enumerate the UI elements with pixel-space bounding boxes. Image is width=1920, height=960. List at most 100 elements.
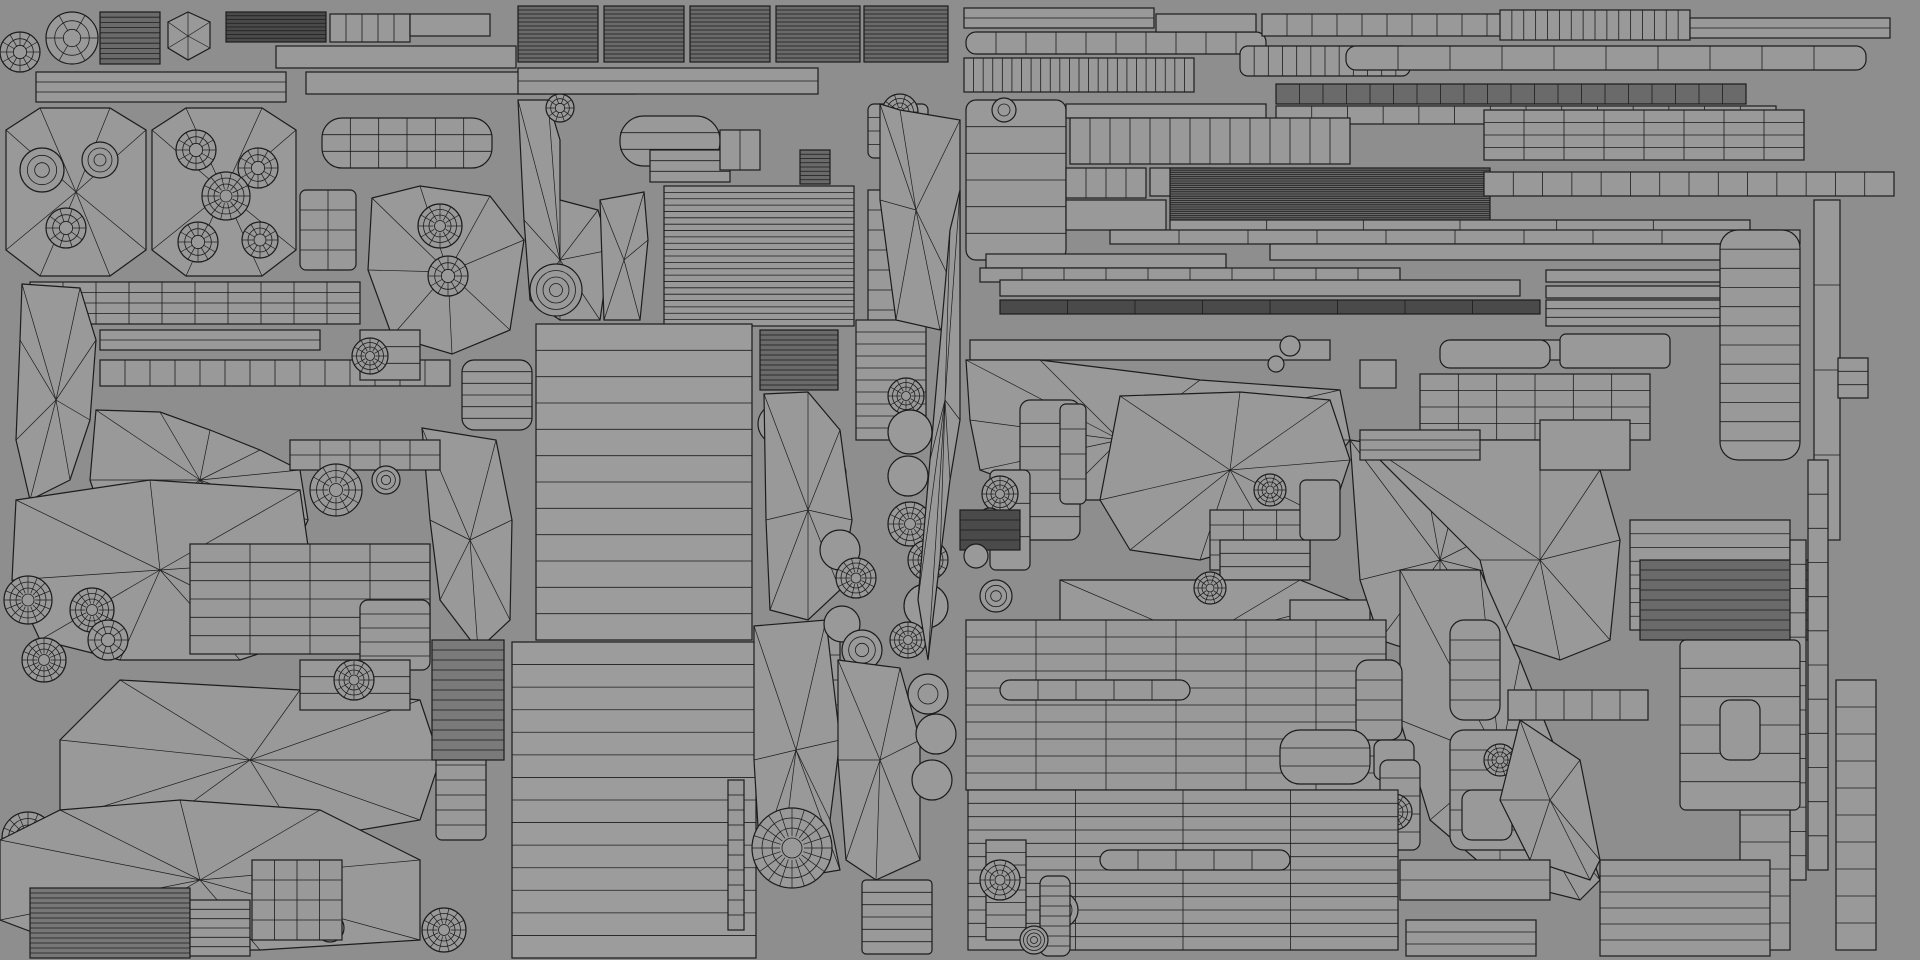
uv-edge — [879, 103, 917, 211]
uv-edge — [187, 35, 211, 49]
uv-edge — [55, 399, 71, 481]
uv-edge — [424, 920, 439, 928]
uv-edge — [2, 41, 15, 50]
uv-island-circle — [81, 141, 119, 179]
uv-edge — [851, 583, 856, 598]
uv-edge — [1503, 750, 1514, 758]
uv-edge — [1519, 719, 1551, 801]
uv-island-rect — [1065, 103, 1267, 119]
uv-edge — [548, 110, 557, 117]
uv-edge — [75, 15, 86, 32]
uv-edge — [244, 242, 256, 250]
uv-edge — [798, 815, 816, 839]
uv-edge — [356, 662, 365, 675]
uv-edge — [199, 429, 211, 481]
uv-edge — [219, 189, 233, 203]
uv-edge — [227, 172, 232, 190]
uv-edge — [232, 185, 248, 194]
uv-edge — [204, 185, 220, 194]
uv-edge — [917, 683, 939, 705]
uv-island-circle — [1279, 335, 1301, 357]
uv-island-rect — [1449, 619, 1501, 721]
uv-edge — [260, 173, 269, 186]
uv-edge — [75, 191, 111, 277]
uv-edge — [769, 509, 809, 611]
uv-island-poly — [837, 659, 921, 881]
uv-edge — [896, 506, 907, 520]
uv-edge — [795, 619, 827, 751]
uv-island-circle — [887, 455, 929, 497]
uv-edge — [22, 57, 31, 70]
uv-island-rect — [1837, 357, 1869, 399]
uv-edge — [801, 854, 825, 872]
uv-edge — [185, 155, 194, 168]
uv-edge — [1119, 395, 1231, 471]
uv-edge — [753, 851, 781, 861]
uv-island-poly — [421, 427, 513, 651]
uv-edge — [101, 620, 107, 635]
uv-island-circle — [371, 465, 401, 495]
uv-island-rect — [1299, 479, 1341, 541]
uv-edge — [86, 604, 98, 616]
uv-edge — [912, 630, 924, 638]
uv-edge — [339, 467, 350, 484]
uv-edge — [18, 606, 26, 623]
uv-edge — [990, 590, 1002, 602]
uv-edge — [112, 643, 125, 653]
uv-edge — [26, 154, 58, 186]
uv-edge — [563, 99, 572, 106]
uv-edge — [845, 759, 881, 861]
uv-edge — [1002, 478, 1010, 490]
uv-edge — [555, 111, 560, 122]
uv-edge — [442, 206, 452, 221]
uv-edge — [109, 645, 115, 660]
uv-island-rect — [999, 679, 1191, 701]
uv-edge — [892, 642, 904, 650]
uv-edge — [890, 526, 905, 534]
uv-edge — [200, 224, 209, 237]
uv-edge — [1264, 474, 1269, 486]
uv-island-rect — [999, 279, 1521, 297]
uv-edge — [430, 934, 441, 948]
uv-edge — [939, 399, 946, 561]
uv-edge — [23, 662, 39, 669]
uv-edge — [185, 132, 194, 145]
uv-edge — [372, 360, 380, 372]
uv-edge — [1004, 883, 1017, 893]
uv-edge — [10, 582, 24, 596]
uv-edge — [861, 569, 875, 576]
uv-edge — [167, 35, 189, 49]
uv-edge — [983, 867, 996, 877]
uv-edge — [329, 483, 343, 497]
uv-edge — [9, 34, 18, 47]
uv-edge — [843, 562, 853, 574]
uv-edge — [187, 224, 196, 237]
uv-edge — [35, 639, 42, 655]
uv-edge — [910, 398, 922, 406]
uv-edge — [1486, 750, 1497, 758]
uv-islands — [0, 5, 1895, 959]
uv-island-circle — [1267, 355, 1285, 373]
uv-edge — [58, 44, 69, 61]
uv-edge — [5, 590, 22, 598]
uv-edge — [442, 231, 452, 246]
uv-edge — [365, 351, 375, 361]
uv-edge — [420, 214, 435, 224]
uv-edge — [30, 606, 38, 623]
uv-edge — [854, 642, 870, 658]
uv-edge — [859, 562, 869, 574]
uv-edge — [101, 645, 107, 660]
uv-edge — [910, 624, 918, 636]
uv-edge — [1539, 559, 1611, 641]
uv-edge — [1196, 578, 1207, 586]
uv-edge — [898, 624, 906, 636]
uv-edge — [795, 859, 805, 887]
uv-edge — [1023, 929, 1045, 951]
uv-edge — [428, 206, 438, 221]
uv-edge — [1211, 592, 1216, 604]
uv-edge — [450, 258, 459, 271]
uv-edge — [984, 484, 996, 492]
uv-edge — [360, 360, 368, 372]
uv-edge — [420, 228, 435, 238]
